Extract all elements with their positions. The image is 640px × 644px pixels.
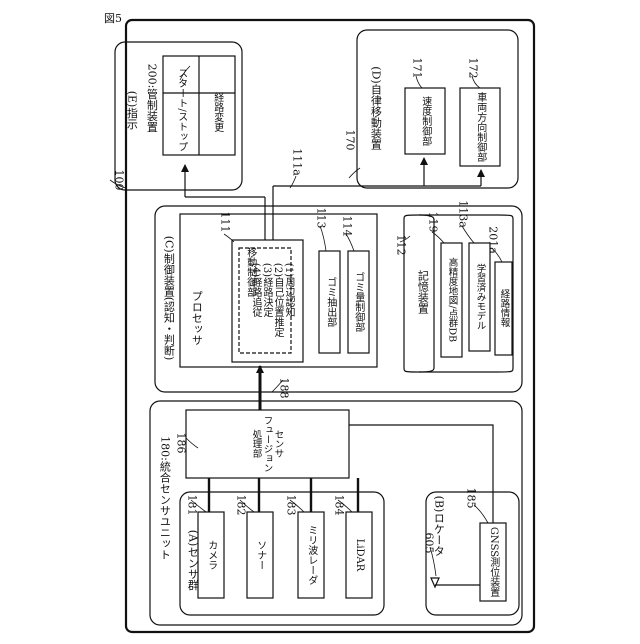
ref-100: 100 (112, 170, 125, 191)
ref-170: 170 (343, 130, 356, 151)
figure-label: 図5 (104, 10, 122, 26)
sensor-radar-label: ミリ波レーダ (305, 525, 317, 585)
unit-e-title: (E)指示 (125, 91, 138, 130)
ref-113: 113 (314, 208, 327, 229)
map-db-label: 高精度地図/点群DB (446, 258, 457, 342)
trained-model-label: 学習済みモデル (474, 264, 485, 331)
ref-201a: 201a (486, 226, 499, 254)
gnss-label: GNSS測位装置 (487, 527, 499, 597)
fusion-label: センサ フュージョン 処理部 (251, 416, 284, 473)
ref-172: 172 (466, 58, 479, 79)
ref-111: 111 (218, 212, 231, 233)
route-info-label: 経路情報 (498, 289, 509, 327)
ref-119: 119 (426, 212, 439, 233)
trash-extract-label: ゴミ抽出部 (324, 277, 336, 327)
ref-186: 186 (174, 433, 187, 454)
ref-171: 171 (410, 58, 423, 79)
ref-188: 188 (277, 378, 290, 399)
ref-184: 184 (332, 495, 345, 516)
move-item-4: (4)経路追従 (250, 263, 261, 317)
route-change-label: 経路変更 (211, 92, 223, 132)
speed-control-label: 速度制御部 (419, 96, 431, 146)
unit-d-title: (D)自律移動装置 (369, 66, 382, 149)
sensor-camera-label: カメラ (205, 540, 217, 570)
start-stop-label: スタート/ストップ (175, 68, 187, 151)
sensor-sonar-label: ソナー (254, 540, 266, 570)
ref-111a: 111a (290, 148, 303, 176)
trash-control-label: ゴミ量制御部 (352, 272, 364, 332)
sensor-group-title: (A)センサ群 (186, 530, 199, 591)
ref-183: 183 (284, 495, 297, 516)
ref-185: 185 (464, 488, 477, 509)
ref-114: 114 (340, 216, 353, 237)
move-item-3: (3)経路決定 (261, 263, 272, 317)
move-control-items: (1)周辺認知 (2)自己位置推定 (3)経路決定 (4)経路追従 (250, 263, 294, 337)
processor-label: プロセッサ (190, 291, 203, 346)
unit-180-title: 180:統合センサユニット (158, 436, 171, 560)
move-item-2: (2)自己位置推定 (272, 263, 283, 337)
storage-title: 記憶装置 (416, 270, 429, 314)
move-item-1: (1)周辺認知 (283, 263, 294, 317)
ref-112: 112 (394, 235, 407, 256)
sensor-lidar-label: LiDAR (353, 539, 365, 572)
unit-c-title: (C)制御装置(認知・判断) (162, 236, 175, 361)
locator-title: (B)ロケータ (432, 496, 445, 557)
ref-181: 181 (185, 495, 198, 516)
steering-control-label: 車両方向制御部 (474, 92, 486, 162)
control-device-label: 200:管制装置 (145, 64, 158, 133)
ref-182: 182 (234, 495, 247, 516)
ref-113a: 113a (456, 200, 469, 228)
